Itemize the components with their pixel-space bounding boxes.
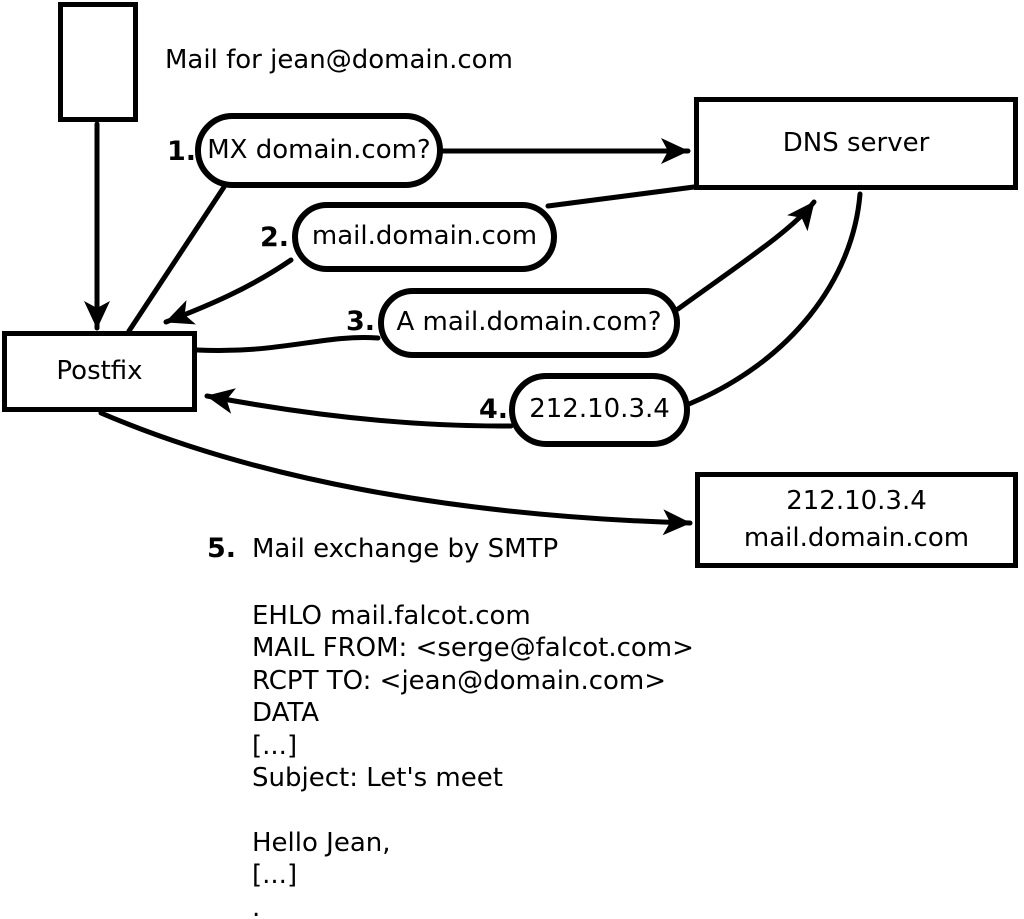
smtp-line-ellipsis-2: [...] [252,860,298,891]
step3-query-pill: A mail.domain.com? [378,288,680,358]
line-dns-to-response4 [686,191,863,407]
mail-for-label: Mail for jean@domain.com [165,45,513,75]
smtp-line-blank [252,794,694,826]
step3-number: 3. [345,306,375,337]
line-postfix-to-query3 [194,334,381,354]
dns-server-box: DNS server [694,97,1018,190]
arrow-response2-to-postfix [163,257,294,325]
smtp-line-rcpt-to: RCPT TO: <jean@domain.com> [252,665,667,696]
step2-response-pill: mail.domain.com [292,202,557,272]
smtp-line-subject: Subject: Let's meet [252,762,503,793]
arrow-response4-to-postfix [204,388,514,429]
smtp-line-data: DATA [252,698,319,729]
mail-server-hostname: mail.domain.com [743,523,970,553]
step5-number: 5. [206,533,236,564]
smtp-line-end-dot: . [252,892,261,919]
smtp-line-ehlo: EHLO mail.falcot.com [252,601,531,631]
arrow-postfix-to-mailserver [98,410,693,536]
step1-number: 1. [166,136,196,167]
step4-response-pill: 212.10.3.4 [509,373,690,447]
step2-number: 2. [259,222,289,253]
step5-label: Mail exchange by SMTP [252,534,559,564]
line-postfix-to-query1 [126,184,227,334]
mail-message-box [58,2,138,122]
smtp-line-mail-from: MAIL FROM: <serge@falcot.com> [252,633,694,664]
mail-server-ip: 212.10.3.4 [786,486,927,516]
smtp-session-block: EHLO mail.falcot.com MAIL FROM: <serge@f… [252,600,694,919]
step1-query-pill: MX domain.com? [195,113,443,188]
smtp-line-ellipsis-1: [...] [252,730,298,761]
smtp-line-greeting: Hello Jean, [252,827,391,858]
mail-server-box: 212.10.3.4 mail.domain.com [695,472,1018,568]
postfix-box: Postfix [2,331,197,412]
line-dns-to-response2 [545,184,697,209]
step4-number: 4. [478,394,508,425]
arrow-query3-to-dns [675,199,817,312]
